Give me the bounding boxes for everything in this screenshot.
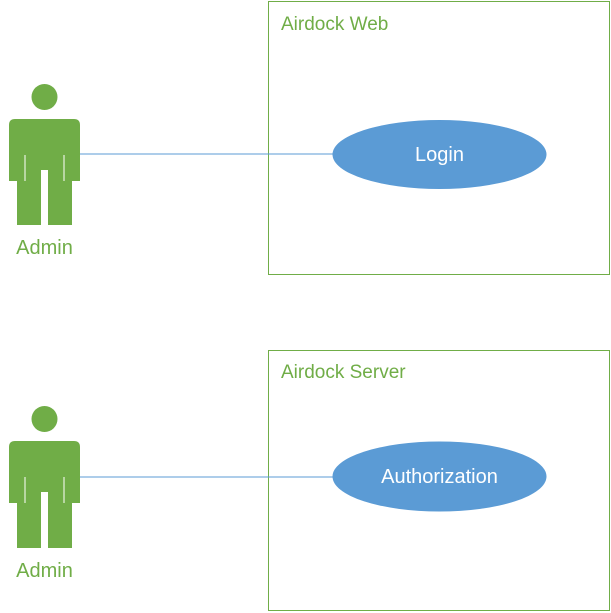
system-title-airdock-server: Airdock Server — [281, 362, 406, 383]
top-use-case-group: Airdock Web Admin Login — [9, 1, 610, 275]
usecase-label-authorization: Authorization — [381, 466, 498, 488]
usecase-label-login: Login — [415, 144, 464, 166]
usecase-authorization[interactable] — [332, 441, 547, 512]
actor-label-admin-top: Admin — [16, 237, 73, 259]
bottom-use-case-group: Airdock Server Admin Authorization — [9, 350, 610, 611]
system-boundary-airdock-web — [268, 1, 610, 275]
system-title-airdock-web: Airdock Web — [281, 14, 388, 35]
usecase-login[interactable] — [332, 120, 547, 189]
actor-admin-icon — [9, 84, 80, 225]
system-boundary-airdock-server — [268, 350, 610, 611]
actor-admin-icon — [9, 406, 80, 548]
actor-label-admin-bottom: Admin — [16, 560, 73, 582]
